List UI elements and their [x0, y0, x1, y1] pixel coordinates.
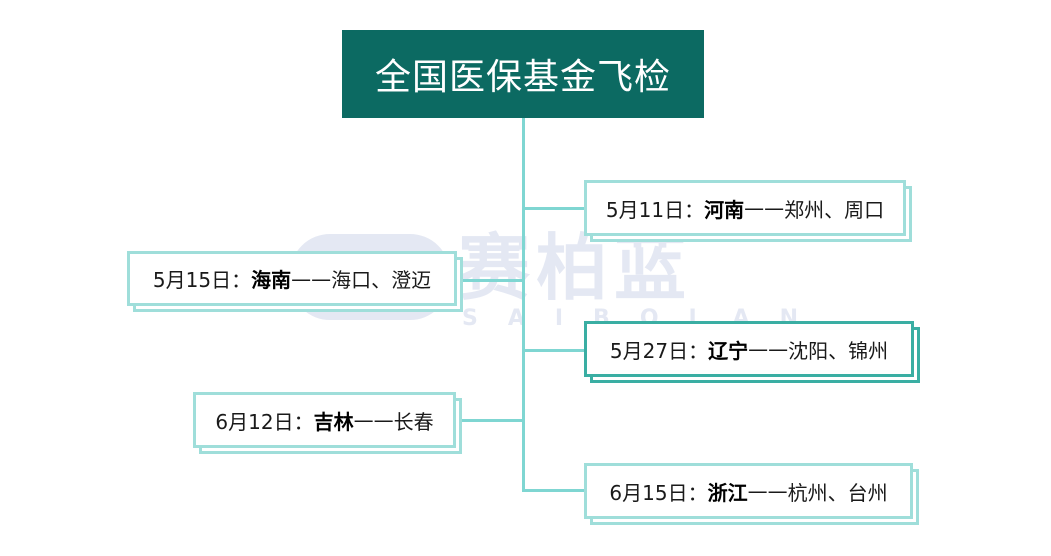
trunk-line: [522, 118, 525, 492]
node-henan: 5月11日： 河南 —— 郑州、周口: [584, 180, 912, 242]
node-province: 海南: [251, 268, 292, 292]
node-dash: ——: [291, 266, 332, 291]
diagram-title: 全国医保基金飞检: [342, 30, 704, 118]
branch-line-hainan: [462, 279, 524, 282]
node-cities: 郑州、周口: [784, 197, 885, 222]
branch-line-henan: [522, 207, 584, 210]
node-jilin: 6月12日： 吉林 —— 长春: [193, 392, 462, 454]
branch-line-liaoning: [522, 349, 584, 352]
node-province: 河南: [704, 197, 745, 222]
node-date: 5月15日：: [152, 268, 252, 292]
node-date: 5月27日：: [609, 338, 709, 363]
node-cities: 长春: [393, 409, 434, 434]
node-date: 5月11日：: [605, 197, 705, 222]
node-dash: ——: [747, 479, 788, 503]
node-province: 浙江: [707, 480, 748, 505]
node-cities: 海口、澄迈: [331, 268, 432, 292]
node-date: 6月15日：: [609, 480, 708, 505]
node-province: 辽宁: [708, 338, 749, 363]
node-cities: 沈阳、锦州: [788, 338, 889, 363]
branch-line-zhejiang: [522, 489, 584, 492]
node-date: 6月12日：: [215, 409, 314, 434]
node-dash: ——: [353, 408, 394, 432]
node-dash: ——: [748, 337, 789, 361]
node-cities: 杭州、台州: [787, 480, 888, 505]
node-hainan: 5月15日： 海南 —— 海口、澄迈: [127, 251, 463, 312]
node-liaoning: 5月27日： 辽宁 —— 沈阳、锦州: [584, 321, 920, 383]
node-dash: ——: [744, 196, 785, 220]
branch-line-jilin: [462, 419, 524, 422]
node-zhejiang: 6月15日： 浙江 —— 杭州、台州: [584, 463, 919, 525]
node-province: 吉林: [313, 409, 354, 434]
